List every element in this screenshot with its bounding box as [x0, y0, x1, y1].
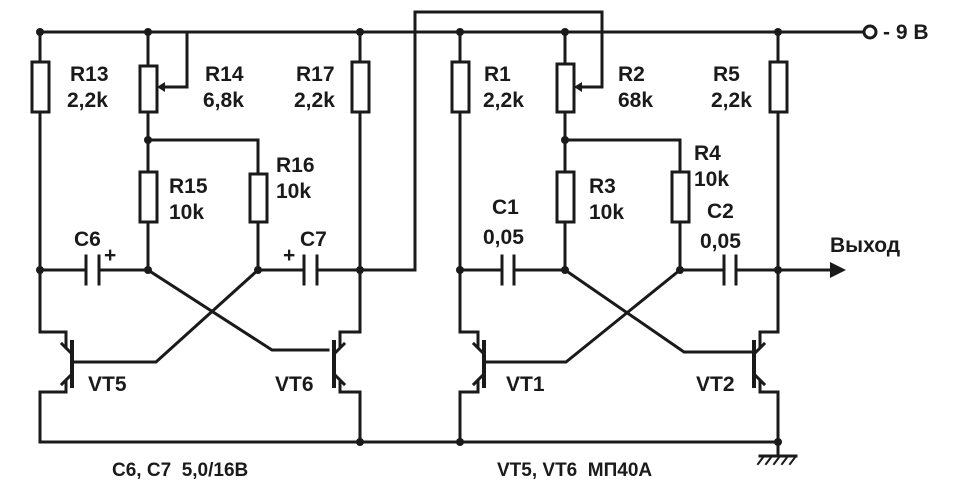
c2-name: C2: [707, 200, 734, 223]
c1-name: C1: [492, 196, 519, 219]
r2-name: R2: [618, 63, 645, 86]
r16-name: R16: [276, 154, 315, 177]
r5-value: 2,2k: [711, 89, 752, 112]
supply-terminal-icon: [862, 24, 878, 40]
output-arrow-icon: [830, 262, 846, 278]
transistor-vt6: [331, 340, 347, 388]
r13-name: R13: [70, 63, 109, 86]
c2-value: 0,05: [700, 230, 741, 253]
capacitor-c1: [500, 254, 516, 286]
resistor-r15: [138, 170, 159, 224]
vt1-label: VT1: [506, 373, 545, 396]
r4-name: R4: [694, 142, 721, 165]
vt2-label: VT2: [696, 373, 735, 396]
r14-value: 6,8k: [203, 89, 244, 112]
vt5-label: VT5: [88, 373, 127, 396]
r13-value: 2,2k: [67, 89, 108, 112]
resistor-r1: [450, 60, 471, 114]
resistor-r17: [350, 60, 371, 114]
r17-value: 2,2k: [294, 89, 335, 112]
r14-name: R14: [205, 63, 244, 86]
transistor-vt5: [59, 340, 75, 388]
capacitor-c2: [722, 254, 738, 286]
resistor-r5: [768, 60, 789, 114]
r15-name: R15: [169, 175, 208, 198]
resistor-r2: [555, 62, 576, 114]
r15-value: 10k: [169, 201, 204, 224]
resistor-r14: [138, 64, 159, 114]
r3-name: R3: [589, 175, 616, 198]
r1-name: R1: [484, 63, 511, 86]
footnote-transistors: VT5, VT6 МП40А: [497, 460, 652, 481]
vt6-label: VT6: [275, 373, 314, 396]
resistor-r13: [30, 60, 51, 114]
c6-polarity: +: [104, 244, 116, 267]
junction-dots: [36, 28, 782, 446]
resistor-r3: [555, 170, 576, 224]
c7-name: C7: [300, 228, 327, 251]
output-label: Выход: [830, 234, 900, 257]
r4-value: 10k: [694, 168, 729, 191]
pot-wiper-arrow-icon: [157, 82, 165, 92]
r16-value: 10k: [276, 180, 311, 203]
supply-label: - 9 В: [883, 21, 929, 44]
capacitor-c7: [302, 254, 319, 286]
capacitor-c6: [84, 254, 101, 286]
r2-value: 68k: [618, 89, 653, 112]
r5-name: R5: [713, 63, 740, 86]
r1-value: 2,2k: [483, 89, 524, 112]
resistor-r4: [670, 170, 691, 224]
resistor-r16: [248, 172, 269, 224]
c7-polarity: +: [283, 244, 295, 267]
r17-name: R17: [296, 63, 335, 86]
transistor-vt2: [751, 340, 767, 388]
pot-wiper-arrow-icon: [574, 82, 582, 92]
wires: [38, 10, 864, 466]
r3-value: 10k: [589, 201, 624, 224]
transistor-vt1: [471, 340, 487, 388]
c6-name: C6: [74, 228, 101, 251]
c1-value: 0,05: [483, 226, 524, 249]
footnote-capacitors: C6, C7 5,0/16B: [112, 460, 248, 481]
